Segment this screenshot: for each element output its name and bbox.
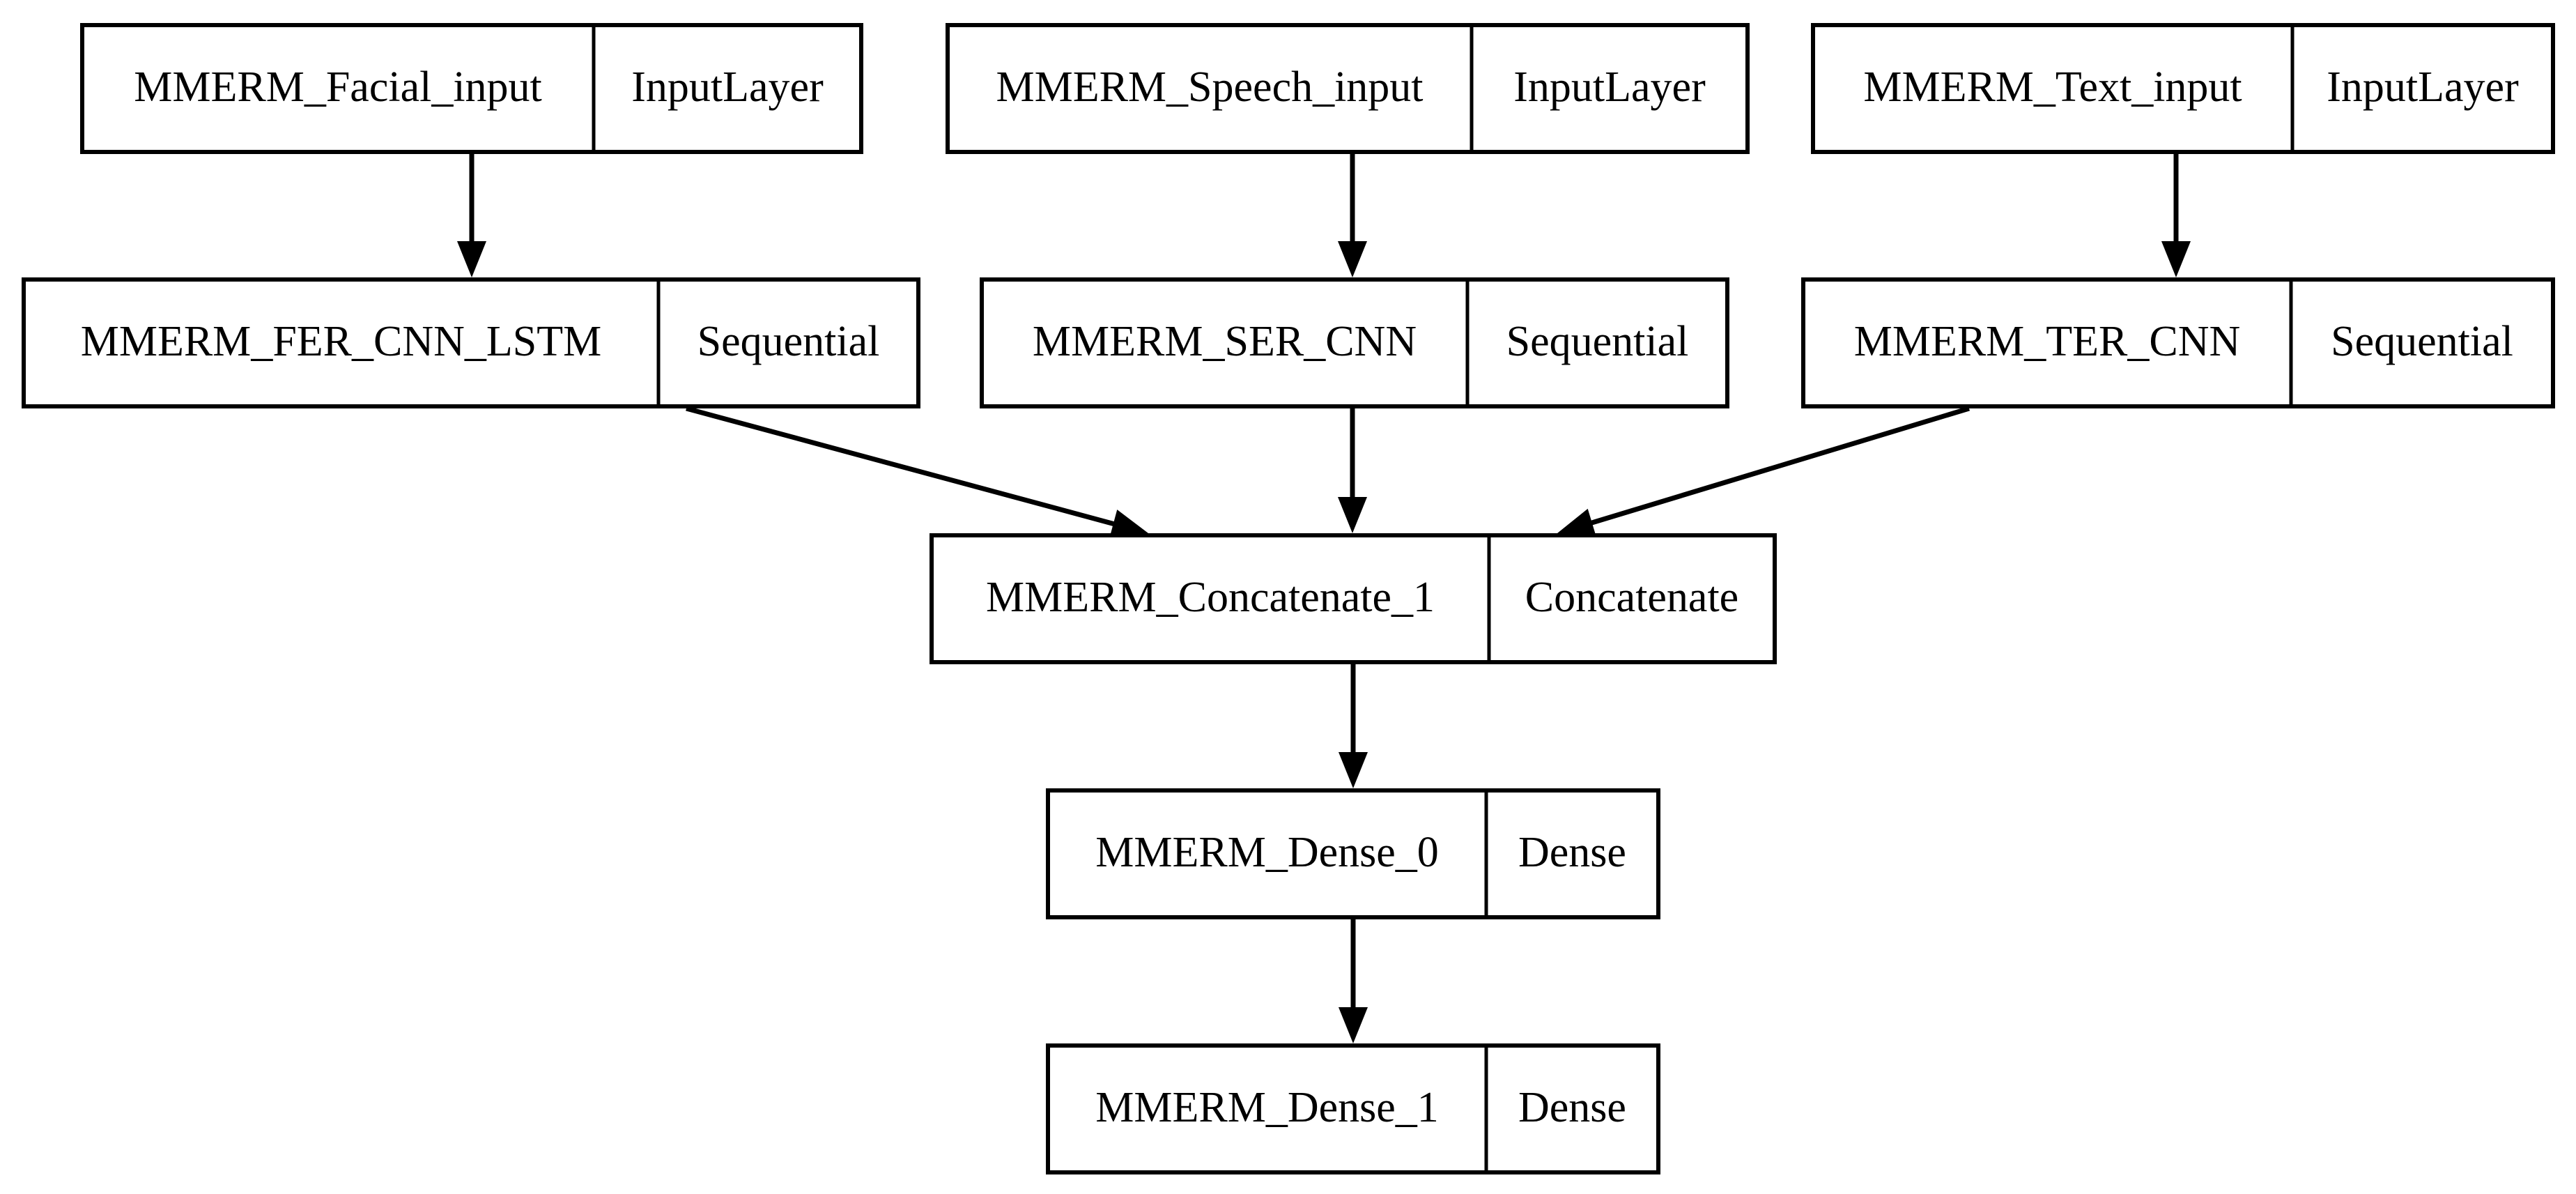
node-type-label: Dense: [1518, 1084, 1626, 1131]
edge-ter_cnn-to-concatenate_1: [1557, 406, 1970, 537]
edge-concatenate_1-to-dense_0: [1339, 662, 1368, 788]
node-box: [1801, 277, 2555, 408]
node-name-label: MMERM_SER_CNN: [1033, 318, 1417, 365]
node-box: [80, 23, 863, 154]
node-box: [22, 277, 920, 408]
edge-text_input-to-ter_cnn: [2161, 152, 2191, 277]
node-type-label: InputLayer: [1513, 63, 1706, 111]
node-box: [980, 277, 1729, 408]
node-name-label: MMERM_Dense_1: [1095, 1084, 1439, 1131]
node-name-label: MMERM_Facial_input: [134, 63, 542, 111]
edge-arrowhead: [1339, 1007, 1368, 1043]
edge-arrowhead: [1109, 510, 1148, 538]
node-name-label: MMERM_Text_input: [1863, 63, 2242, 111]
node-name-label: MMERM_Dense_0: [1095, 829, 1439, 876]
node-name-label: MMERM_Concatenate_1: [986, 574, 1435, 621]
node-facial_input[interactable]: MMERM_Facial_input InputLayer: [80, 23, 863, 154]
edge-arrowhead: [457, 241, 486, 277]
node-fer_cnn_lstm[interactable]: MMERM_FER_CNN_LSTM Sequential: [22, 277, 920, 408]
node-concatenate_1[interactable]: MMERM_Concatenate_1 Concatenate: [930, 533, 1777, 664]
node-name-label: MMERM_FER_CNN_LSTM: [81, 318, 602, 365]
node-speech_input[interactable]: MMERM_Speech_input InputLayer: [946, 23, 1750, 154]
node-dense_1[interactable]: MMERM_Dense_1 Dense: [1046, 1043, 1660, 1174]
edge-arrowhead: [2161, 241, 2191, 277]
edge-arrowhead: [1338, 241, 1367, 277]
node-box: [1046, 788, 1660, 919]
node-type-label: InputLayer: [631, 63, 824, 111]
node-box: [1811, 23, 2555, 154]
edge-arrowhead: [1338, 497, 1367, 533]
node-box: [930, 533, 1777, 664]
edge-line: [1588, 406, 1970, 526]
node-name-label: MMERM_TER_CNN: [1854, 318, 2241, 365]
edges-layer: [457, 152, 2191, 1043]
node-dense_0[interactable]: MMERM_Dense_0 Dense: [1046, 788, 1660, 919]
node-type-label: Sequential: [1506, 318, 1689, 365]
node-type-label: Dense: [1518, 829, 1626, 876]
edge-facial_input-to-fer_cnn_lstm: [457, 152, 486, 277]
node-type-label: Sequential: [697, 318, 880, 365]
node-box: [946, 23, 1750, 154]
edge-ser_cnn-to-concatenate_1: [1338, 408, 1367, 533]
node-name-label: MMERM_Speech_input: [996, 63, 1423, 111]
edge-dense_0-to-dense_1: [1339, 917, 1368, 1043]
edge-speech_input-to-ser_cnn: [1338, 152, 1367, 277]
node-type-label: Sequential: [2331, 318, 2513, 365]
edge-arrowhead: [1339, 752, 1368, 788]
node-type-label: InputLayer: [2327, 63, 2519, 111]
node-ser_cnn[interactable]: MMERM_SER_CNN Sequential: [980, 277, 1729, 408]
edge-arrowhead: [1557, 508, 1596, 537]
edge-line: [686, 406, 1117, 527]
node-box: [1046, 1043, 1660, 1174]
node-ter_cnn[interactable]: MMERM_TER_CNN Sequential: [1801, 277, 2555, 408]
edge-fer_cnn_lstm-to-concatenate_1: [686, 406, 1148, 538]
node-type-label: Concatenate: [1525, 574, 1738, 621]
node-text_input[interactable]: MMERM_Text_input InputLayer: [1811, 23, 2555, 154]
